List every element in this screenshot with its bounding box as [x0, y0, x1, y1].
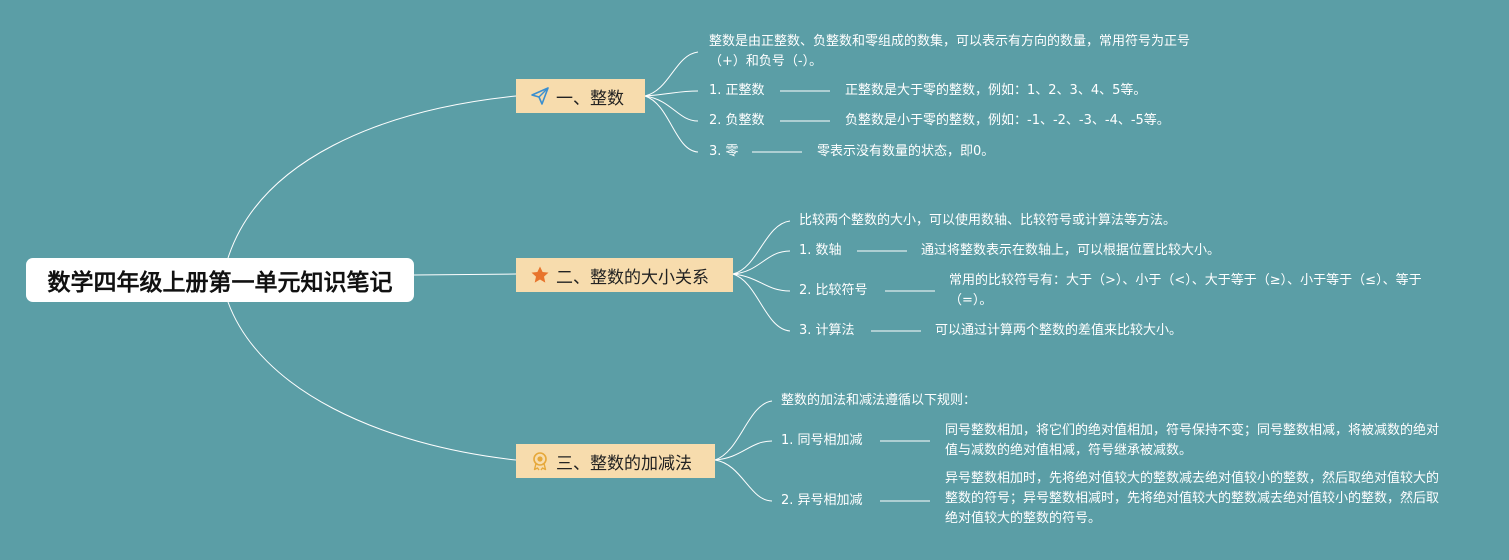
subtopic-label[interactable]: 1. 数轴: [799, 243, 842, 258]
subtopic-desc: 同号整数相加，将它们的绝对值相加，符号保持不变；同号整数相减，将被减数的绝对值与…: [945, 423, 1440, 458]
topic-label: 三、整数的加减法: [556, 453, 692, 474]
subtopic-desc: 可以通过计算两个整数的差值来比较大小。: [935, 323, 1183, 338]
topic-intro: 整数是由正整数、负整数和零组成的数集，可以表示有方向的数量，常用符号为正号（+）…: [709, 34, 1191, 69]
topic-intro: 整数的加法和减法遵循以下规则：: [781, 393, 977, 408]
root-title: 数学四年级上册第一单元知识笔记: [47, 270, 393, 296]
topic-label: 二、整数的大小关系: [556, 267, 709, 288]
subtopic-label[interactable]: 1. 正整数: [709, 83, 765, 98]
award-medal-icon: [530, 451, 550, 471]
subtopic-label[interactable]: 2. 负整数: [709, 113, 765, 128]
subtopic-desc: 异号整数相加时，先将绝对值较大的整数减去绝对值较小的整数，然后取绝对值较大的整数…: [945, 471, 1440, 526]
subtopic-desc: 通过将整数表示在数轴上，可以根据位置比较大小。: [921, 243, 1221, 258]
paper-plane-icon: [530, 86, 550, 106]
subtopic-label[interactable]: 2. 比较符号: [799, 283, 868, 298]
subtopic-label[interactable]: 3. 计算法: [799, 323, 855, 338]
subtopic-desc: 正整数是大于零的整数，例如：1、2、3、4、5等。: [845, 83, 1147, 98]
topic-integers[interactable]: 一、整数: [516, 79, 645, 113]
subtopic-label[interactable]: 1. 同号相加减: [781, 433, 863, 448]
topic-integer-add-subtract[interactable]: 三、整数的加减法: [516, 444, 715, 478]
subtopic-desc: 负整数是小于零的整数，例如：-1、-2、-3、-4、-5等。: [845, 113, 1170, 128]
topic-label: 一、整数: [556, 88, 624, 109]
subtopic-desc: 常用的比较符号有：大于（>）、小于（<）、大于等于（≥）、小于等于（≤）、等于（…: [949, 273, 1422, 308]
root-node[interactable]: 数学四年级上册第一单元知识笔记: [26, 258, 414, 302]
topic-integer-comparison[interactable]: 二、整数的大小关系: [516, 258, 733, 292]
subtopic-label[interactable]: 3. 零: [709, 144, 739, 159]
star-icon: [530, 265, 550, 285]
topic-intro: 比较两个整数的大小，可以使用数轴、比较符号或计算法等方法。: [799, 213, 1177, 228]
subtopic-label[interactable]: 2. 异号相加减: [781, 493, 863, 508]
subtopic-desc: 零表示没有数量的状态，即0。: [817, 144, 995, 159]
